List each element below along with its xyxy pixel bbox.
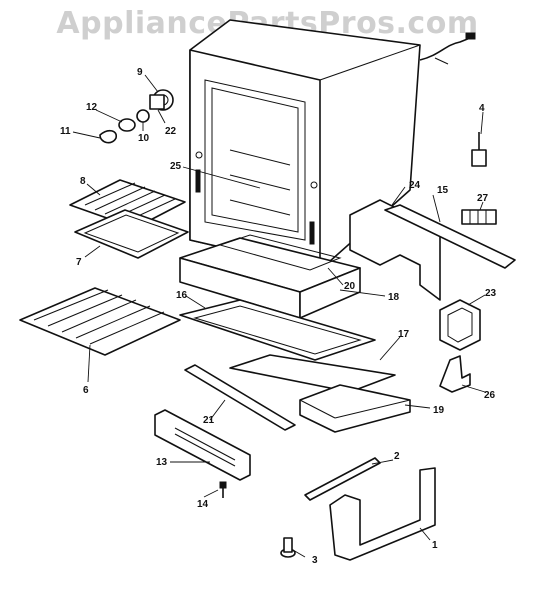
label-part-10: 10: [138, 133, 150, 144]
mounting-bracket: [439, 299, 481, 351]
label-part-22: 22: [165, 126, 177, 137]
label-part-24: 24: [409, 180, 421, 191]
screw: [219, 481, 227, 498]
kick-rail: [184, 364, 296, 431]
oven-cavity: [189, 19, 421, 271]
label-part-15: 15: [437, 185, 449, 196]
vent-panel: [154, 409, 251, 481]
label-part-26: 26: [484, 390, 496, 401]
label-part-2: 2: [394, 451, 400, 462]
label-part-21: 21: [203, 415, 215, 426]
label-part-8: 8: [80, 176, 86, 187]
label-part-7: 7: [76, 257, 82, 268]
switch: [471, 132, 487, 167]
oven-light-assembly: [99, 89, 174, 144]
leveling-leg: [280, 537, 296, 558]
label-part-6: 6: [83, 385, 89, 396]
label-part-4: 4: [479, 103, 485, 114]
clip: [439, 355, 471, 393]
label-part-12: 12: [86, 102, 98, 113]
label-part-27: 27: [477, 193, 489, 204]
oven-rack: [19, 287, 181, 356]
label-part-25: 25: [170, 161, 182, 172]
broil-pan: [74, 209, 189, 259]
label-part-20: 20: [344, 281, 356, 292]
rear-brace: [384, 204, 516, 269]
label-part-19: 19: [433, 405, 445, 416]
label-part-14: 14: [197, 499, 209, 510]
label-part-17: 17: [398, 329, 410, 340]
support-rod: [304, 457, 381, 501]
label-part-11: 11: [60, 126, 71, 137]
terminal-block: [461, 209, 497, 225]
oven-bottom-panel: [179, 299, 376, 361]
label-part-1: 1: [432, 540, 438, 551]
label-part-23: 23: [485, 288, 497, 299]
power-cord: [419, 32, 476, 65]
label-part-3: 3: [312, 555, 318, 566]
label-part-13: 13: [156, 457, 168, 468]
label-part-9: 9: [137, 67, 143, 78]
leader-lines: [72, 74, 486, 558]
label-part-18: 18: [388, 292, 400, 303]
label-part-16: 16: [176, 290, 188, 301]
bottom-frame: [329, 467, 436, 561]
bottom-insulation: [179, 234, 361, 319]
burner-assembly: [229, 354, 411, 433]
